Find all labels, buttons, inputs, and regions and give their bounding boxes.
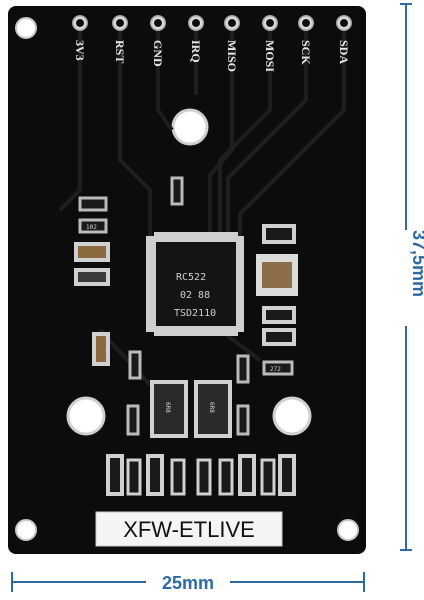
smd-components-right: 272 [236, 224, 296, 436]
pin-label-sda: SDA [337, 40, 351, 64]
header-pins [72, 15, 352, 31]
pin-pad-gnd [150, 15, 166, 31]
bottom-component-row [106, 454, 296, 496]
center-hole-right [272, 396, 312, 436]
mounting-hole-bottom-right [337, 519, 359, 541]
rc522-chip: RC522 02 88 TSD2110 [146, 232, 244, 336]
smd-resistor [236, 354, 250, 384]
pin-pad-mosi [262, 15, 278, 31]
pin-label-miso: MISO [225, 40, 239, 72]
brand-label: XFW-ETLIVE [95, 511, 283, 547]
smd-capacitor [74, 268, 110, 286]
pin-pad-sck [298, 15, 314, 31]
brand-label-text: XFW-ETLIVE [123, 517, 255, 542]
smd-resistor-102 [78, 218, 108, 234]
pin-labels: 3V3 RST GND IRQ MISO MOSI SCK SDA [73, 40, 351, 72]
pin-label-sck: SCK [299, 40, 313, 65]
smd-part [278, 454, 296, 496]
smd-resistor [128, 350, 142, 380]
smd-part [126, 458, 142, 496]
smd-part [218, 458, 234, 496]
resistor-mark-272: 272 [270, 366, 281, 373]
width-dimension: 25mm [11, 572, 365, 593]
smd-resistor [78, 196, 108, 212]
smd-capacitor [262, 328, 296, 346]
pin-pad-irq [188, 15, 204, 31]
pin-pad-miso [224, 15, 240, 31]
inductor-mark-left: 6R8 [164, 402, 171, 413]
center-hole-top [171, 108, 209, 146]
smd-part [260, 458, 276, 496]
pin-pad-rst [112, 15, 128, 31]
resistor-mark-102: 102 [86, 224, 97, 231]
mounting-holes [15, 17, 359, 541]
chip-label-model: RC522 [176, 272, 206, 283]
inductor-right [194, 380, 232, 438]
width-label: 25mm [162, 573, 214, 593]
inductor-mark-right: 6R8 [208, 402, 215, 413]
smd-part [196, 458, 212, 496]
pin-label-mosi: MOSI [263, 40, 277, 72]
height-label: 37,5mm [409, 230, 424, 297]
pin-label-irq: IRQ [189, 40, 203, 63]
crystal-oscillator [256, 254, 298, 296]
height-dimension: 37,5mm [400, 3, 424, 551]
smd-part [238, 454, 256, 496]
chip-body [156, 242, 236, 326]
smd-resistor [126, 404, 140, 436]
smd-capacitor [92, 332, 110, 366]
pin-label-rst: RST [113, 40, 127, 63]
smd-resistor [236, 404, 250, 436]
chip-label-code: TSD2110 [174, 308, 216, 319]
mounting-hole-top-left [15, 17, 37, 39]
smd-capacitor [262, 224, 296, 244]
pin-label-3v3: 3V3 [73, 40, 87, 61]
smd-capacitor [262, 306, 296, 324]
smd-part [106, 454, 124, 496]
inductors: 6R8 6R8 [150, 380, 232, 438]
pin-pad-3v3 [72, 15, 88, 31]
smd-part [146, 454, 164, 496]
smd-capacitor [74, 242, 110, 262]
pin-pad-sda [336, 15, 352, 31]
smd-components-left: 102 [74, 176, 184, 436]
inductor-left [150, 380, 188, 438]
smd-resistor-272 [262, 360, 294, 376]
smd-resistor [170, 176, 184, 206]
chip-label-batch: 02 88 [180, 290, 210, 301]
mounting-hole-bottom-left [15, 519, 37, 541]
smd-part [170, 458, 186, 496]
center-hole-left [66, 396, 106, 436]
pin-label-gnd: GND [151, 40, 165, 67]
